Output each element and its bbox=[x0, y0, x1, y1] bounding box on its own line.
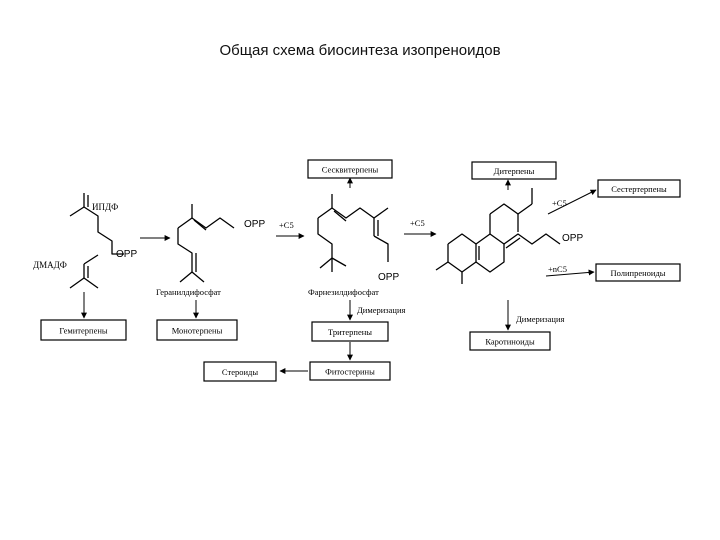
farnesyl-label: Фарнезилдифосфат bbox=[308, 287, 379, 297]
monoterpenes-box: Монотерпены bbox=[156, 319, 238, 341]
diterpenes-box: Дитерпены bbox=[471, 161, 557, 180]
carotenoids-box: Каротиноиды bbox=[469, 331, 551, 351]
ipp-opp-label: OPP bbox=[116, 249, 137, 260]
sesquiterpenes-label: Сесквитерпены bbox=[322, 165, 379, 175]
plus-c5-label-1: +C5 bbox=[279, 220, 294, 230]
polyprenoids-label: Полипреноиды bbox=[610, 268, 665, 278]
arrow-to-polyprenoids bbox=[545, 269, 595, 277]
page-title: Общая схема биосинтеза изопреноидов bbox=[219, 42, 501, 59]
triterpenes-label: Тритерпены bbox=[328, 327, 372, 337]
geranylgeranyl-structure bbox=[435, 188, 561, 284]
carotenoids-label: Каротиноиды bbox=[485, 337, 535, 347]
geranyl-label: Геранилдифосфат bbox=[156, 287, 221, 297]
farnesyl-structure bbox=[317, 194, 389, 272]
geranylgeranyl-opp-label: OPP bbox=[562, 233, 583, 244]
diterpenes-label: Дитерпены bbox=[494, 166, 535, 176]
dimerization-label-2: Димеризация bbox=[516, 314, 565, 324]
hemiterpenes-box: Гемитерпены bbox=[40, 319, 127, 341]
phytosterols-box: Фитостерины bbox=[309, 361, 391, 381]
geranyl-structure bbox=[177, 204, 235, 283]
steroids-box: Стероиды bbox=[203, 361, 277, 382]
plus-c5-label-2: +C5 bbox=[410, 218, 425, 228]
geranyl-opp-label: OPP bbox=[244, 219, 265, 230]
triterpenes-box: Тритерпены bbox=[311, 321, 389, 342]
sesterterpenes-label: Сестертерпены bbox=[611, 184, 667, 194]
plus-n-c5-label: +nC5 bbox=[548, 264, 567, 274]
plus-c5-label-3: +C5 bbox=[552, 198, 567, 208]
phytosterols-label: Фитостерины bbox=[325, 367, 375, 377]
dmapp-label: ДМАДФ bbox=[33, 260, 67, 270]
sesquiterpenes-box: Сесквитерпены bbox=[307, 159, 393, 179]
hemiterpenes-label: Гемитерпены bbox=[59, 326, 108, 336]
ipp-structure bbox=[69, 193, 124, 255]
dmapp-structure bbox=[69, 254, 99, 289]
farnesyl-opp-label: OPP bbox=[378, 272, 399, 283]
polyprenoids-box: Полипреноиды bbox=[595, 263, 681, 282]
sesterterpenes-box: Сестертерпены bbox=[597, 179, 681, 198]
steroids-label: Стероиды bbox=[222, 367, 258, 377]
ipp-label: ИПДФ bbox=[92, 202, 118, 212]
dimerization-label-1: Димеризация bbox=[357, 305, 406, 315]
monoterpenes-label: Монотерпены bbox=[172, 326, 223, 336]
arrow-to-sesterterpenes bbox=[547, 189, 597, 215]
